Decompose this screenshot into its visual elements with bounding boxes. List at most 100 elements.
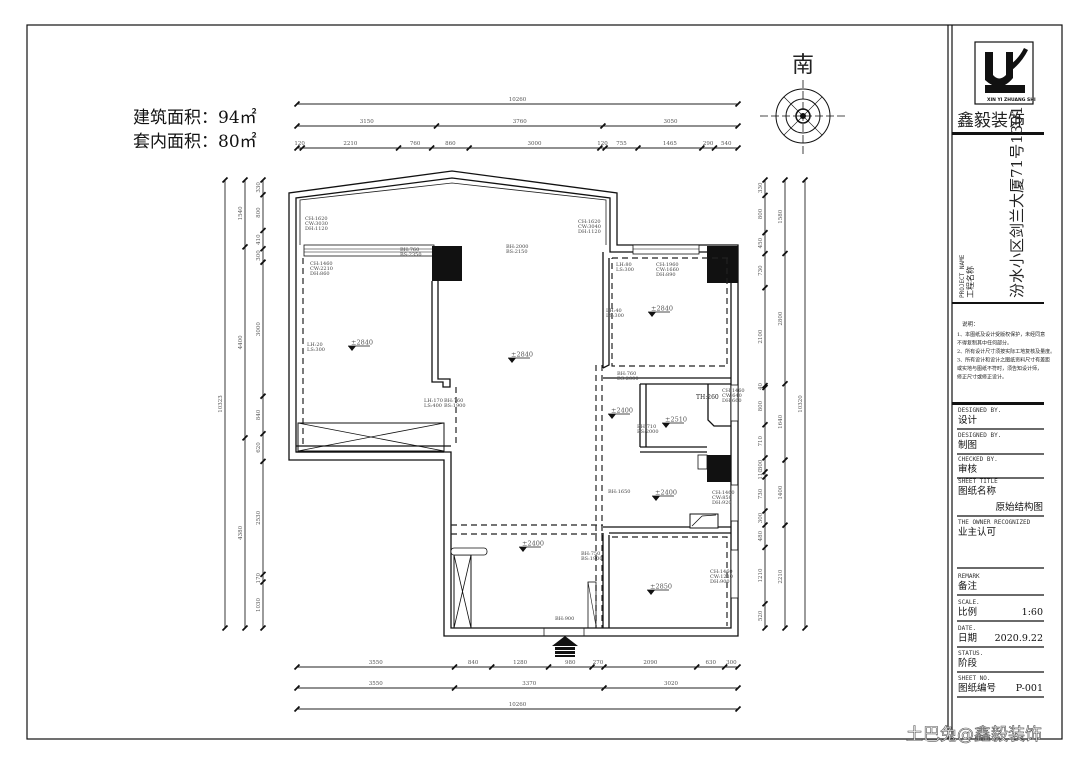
- dimension-value: 760: [410, 141, 421, 147]
- door-frame: [587, 581, 597, 629]
- title-field: CHECKED BY.审核: [957, 456, 1044, 479]
- dimension-tick: [395, 144, 402, 152]
- elevation-icon: [648, 312, 656, 317]
- field-label-cn: 比例: [958, 606, 977, 618]
- room-annotation: BH:900: [555, 616, 574, 622]
- room-annotation: BH:1650: [608, 489, 630, 495]
- dimension-tick: [221, 176, 229, 184]
- dimension-value: 110: [758, 469, 764, 480]
- dimension-tick: [465, 144, 473, 152]
- company-name: 鑫毅装饰: [957, 111, 1025, 131]
- dimension-chain: 10323: [218, 176, 229, 632]
- dimension-tick: [634, 144, 642, 152]
- dimension-tick: [588, 663, 596, 671]
- room-annotation: CW:850: [712, 495, 732, 501]
- field-label-en: DESIGNED BY.: [958, 407, 1001, 414]
- room-annotation: LH:170: [424, 398, 443, 404]
- dimension-tick: [734, 663, 742, 671]
- dimension-value: 2090: [643, 660, 657, 666]
- title-field: DESIGNED BY.设计: [957, 407, 1044, 430]
- title-field: DESIGNED BY.制图: [957, 432, 1044, 455]
- dimension-value: 840: [468, 660, 479, 666]
- divider: [952, 402, 1044, 405]
- dimension-value: 450: [758, 237, 764, 248]
- dimension-tick: [451, 663, 458, 671]
- field-label-cn: 备注: [958, 580, 978, 592]
- watermark: 土巴兔@鑫毅装饰: [906, 725, 1042, 745]
- dimension-tick: [761, 473, 769, 481]
- dimension-tick: [428, 144, 435, 152]
- room-annotation: CW:3030: [305, 221, 328, 227]
- dimension-value: 290: [703, 141, 714, 147]
- dimension-value: 840: [256, 409, 262, 420]
- dimension-tick: [761, 250, 769, 257]
- dimension-tick: [293, 100, 301, 108]
- dimension-tick: [761, 544, 769, 551]
- dimension-value: 1210: [758, 568, 764, 582]
- dimension-tick: [259, 458, 267, 465]
- structural-column: [707, 246, 738, 283]
- note-line: 2、所有设计尺寸须按实际工地复核及量度。: [957, 348, 1055, 355]
- field-label-cn: 业主认可: [958, 526, 996, 538]
- field-value: 2020.9.22: [995, 633, 1043, 644]
- dimension-value: 860: [445, 141, 456, 147]
- window: [730, 484, 739, 522]
- elevation-icon: [519, 547, 527, 552]
- dimension-value: 170: [256, 572, 262, 583]
- field-label-en: SHEET TITLE: [958, 478, 998, 485]
- dimension-value: 1280: [513, 660, 527, 666]
- dimension-tick: [221, 624, 229, 632]
- room-annotation: BS:1900: [444, 403, 466, 409]
- room-annotation: BH:760: [617, 371, 636, 377]
- dimension-tick: [299, 144, 306, 152]
- compass-icon: 南: [760, 53, 846, 155]
- room-annotation: DH:890: [656, 272, 676, 278]
- dimension-tick: [241, 434, 249, 441]
- room-annotation: BS:2350: [400, 252, 422, 258]
- note-line: 修正尺寸或修正设计。: [957, 374, 1007, 381]
- dimension-value: 3550: [369, 660, 383, 666]
- room-annotation: BH:750: [581, 551, 600, 557]
- interior-wall: [296, 445, 451, 453]
- note-line: 或实地与图纸不符时，须告知设计师，: [957, 365, 1042, 372]
- dimension-tick: [761, 507, 769, 515]
- flue-icon: [697, 454, 708, 470]
- field-value: 1:60: [1022, 607, 1043, 618]
- elevation-marker: ±2840: [508, 351, 533, 363]
- bay-window: [299, 182, 607, 245]
- wardrobe-icon: [453, 554, 472, 629]
- dimension-tick: [781, 250, 789, 257]
- elevation-marker: ±2850: [647, 583, 672, 595]
- door-frame: [587, 581, 597, 627]
- dimension-tick: [761, 284, 769, 291]
- elevation-marker: ±2400: [519, 540, 544, 552]
- dimension-value: 2530: [256, 510, 262, 524]
- dimension-tick: [781, 380, 789, 387]
- field-label-en: SCALE.: [958, 599, 980, 606]
- dimension-tick: [241, 624, 249, 632]
- dimension-tick: [761, 624, 769, 632]
- building-area-label: 建筑面积：94㎡: [133, 108, 257, 128]
- dimension-tick: [596, 144, 603, 152]
- field-label-cn: 审核: [958, 463, 978, 475]
- dimension-value: 1640: [778, 414, 784, 428]
- elevation-value: ±2400: [655, 489, 677, 497]
- dimension-value: 300: [256, 250, 262, 261]
- dimension-tick: [259, 393, 267, 400]
- water-heater-icon: [689, 513, 719, 529]
- elevation-marker: ±2400: [652, 489, 677, 501]
- dimension-tick: [761, 192, 769, 199]
- dimension-tick: [599, 122, 607, 130]
- room-annotation: DH:1120: [578, 229, 601, 235]
- elevation-value: ±2840: [511, 351, 533, 359]
- title-field: STATUS.阶段: [957, 650, 1044, 673]
- title-field: SCALE.比例 1:60: [957, 599, 1044, 622]
- compass-south-label: 南: [792, 53, 814, 78]
- dimension-tick: [545, 663, 552, 671]
